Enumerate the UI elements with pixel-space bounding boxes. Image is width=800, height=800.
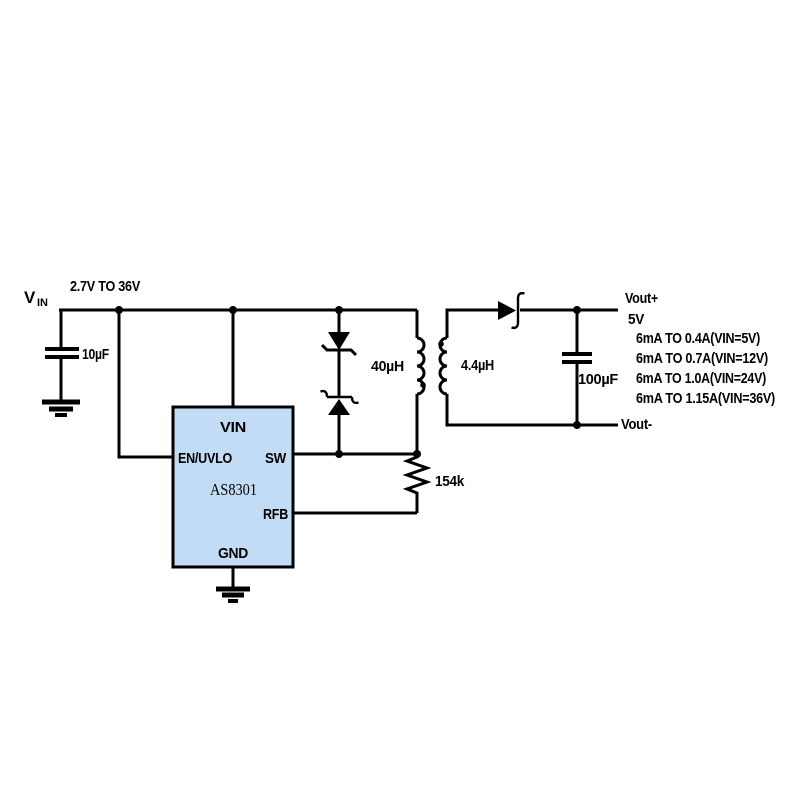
junction-dot bbox=[115, 306, 123, 314]
sw-feedback-network: 154k bbox=[293, 394, 465, 515]
output-capacitor bbox=[562, 352, 592, 364]
ic-ground-icon bbox=[216, 586, 250, 603]
input-range-label: 2.7V TO 36V bbox=[70, 278, 140, 295]
input-section: V IN 2.7V TO 36V 10µF bbox=[24, 278, 417, 459]
vout-plus-label: Vout+ bbox=[625, 290, 658, 307]
zener-diode-icon bbox=[328, 332, 350, 350]
vout-minus-label: Vout- bbox=[621, 416, 652, 433]
vout-minus-wire bbox=[445, 394, 618, 427]
clamp-branch bbox=[320, 306, 359, 454]
junction-dot bbox=[573, 306, 581, 314]
output-diode-bar-hook bbox=[511, 320, 520, 330]
junction-dot bbox=[229, 306, 237, 314]
schottky-bar-hook bbox=[320, 389, 329, 398]
primary-phase-dot bbox=[420, 382, 426, 388]
ic-as8301: VIN EN/UVLO SW AS8301 RFB GND bbox=[171, 405, 295, 603]
secondary-phase-dot bbox=[438, 341, 444, 347]
secondary-winding-icon bbox=[438, 336, 448, 396]
ic-part-number: AS8301 bbox=[210, 480, 257, 499]
ic-pin-en-uvlo: EN/UVLO bbox=[178, 450, 233, 467]
current-rating-line: 6mA TO 0.7A(VIN=12V) bbox=[636, 350, 768, 367]
junction-dot bbox=[573, 421, 581, 429]
feedback-resistor-label: 154k bbox=[435, 473, 465, 490]
transformer: 40µH 4.4µH bbox=[371, 310, 494, 396]
vin-rail-label-sub: IN bbox=[37, 297, 48, 309]
output-voltage-label: 5V bbox=[628, 311, 644, 328]
output-diode-icon bbox=[498, 291, 525, 330]
current-rating-line: 6mA TO 0.4A(VIN=5V) bbox=[636, 330, 760, 347]
ic-pin-rfb: RFB bbox=[263, 506, 288, 523]
enable-pin-wire bbox=[117, 310, 173, 459]
output-cap-label: 100µF bbox=[578, 371, 618, 388]
secondary-top-wire bbox=[445, 308, 498, 338]
junction-dot bbox=[335, 450, 343, 458]
ic-pin-sw: SW bbox=[265, 450, 287, 467]
input-cap-label: 10µF bbox=[82, 346, 109, 363]
feedback-resistor-icon bbox=[402, 454, 432, 513]
junction-dot bbox=[335, 306, 343, 314]
input-capacitor bbox=[45, 347, 79, 359]
current-rating-line: 6mA TO 1.0A(VIN=24V) bbox=[636, 370, 766, 387]
vin-rail-label: V bbox=[24, 288, 36, 307]
output-diode-triangle bbox=[498, 301, 516, 320]
primary-inductance-label: 40µH bbox=[371, 358, 404, 375]
current-rating-line: 6mA TO 1.15A(VIN=36V) bbox=[636, 390, 775, 407]
output-diode-bar-hook bbox=[516, 291, 525, 301]
output-section: 100µF Vout+ 5V 6mA TO 0.4A(VIN=5V) 6mA T… bbox=[445, 290, 776, 433]
secondary-inductance-label: 4.4µH bbox=[461, 357, 494, 374]
ic-pin-vin: VIN bbox=[220, 419, 246, 436]
schottky-diode-icon bbox=[320, 389, 359, 415]
schottky-bar-hook bbox=[350, 396, 359, 405]
ic-pin-gnd: GND bbox=[218, 545, 248, 562]
schottky-triangle bbox=[328, 399, 350, 415]
input-ground-icon bbox=[42, 399, 80, 417]
